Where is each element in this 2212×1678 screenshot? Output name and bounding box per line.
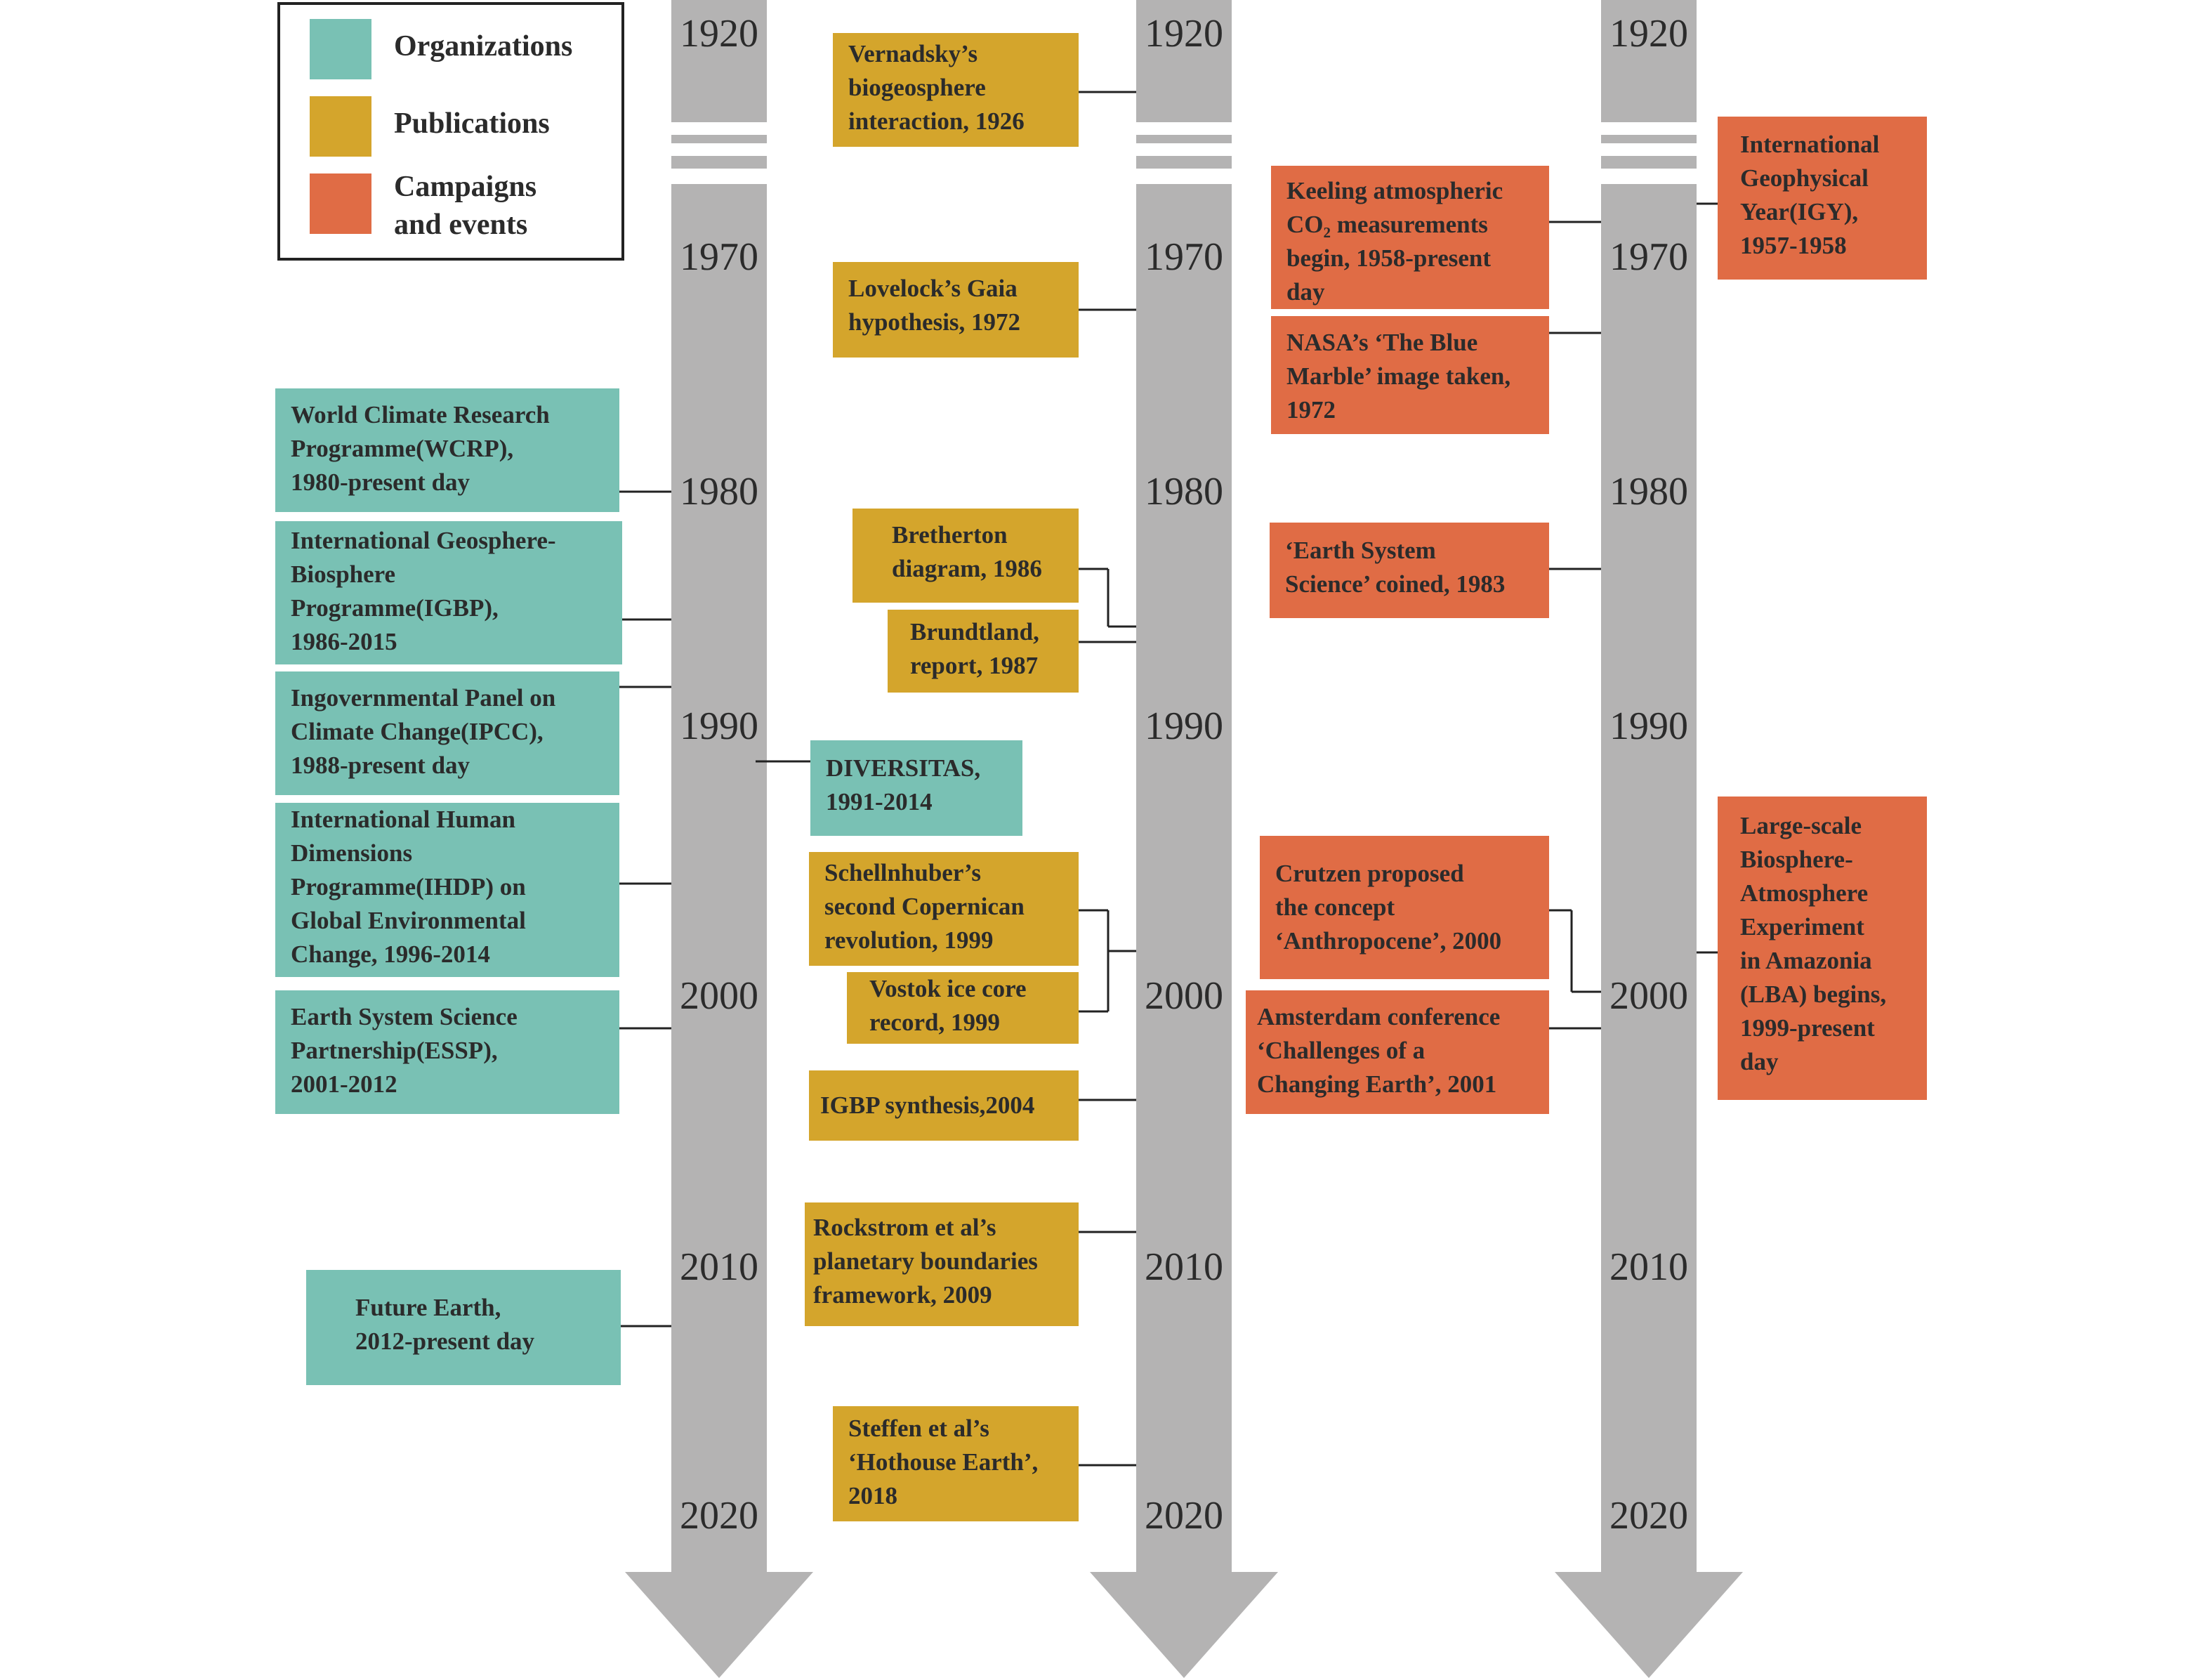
legend: Organizations Publications Campaigns and… <box>277 2 624 261</box>
timeline-break-mark <box>671 135 767 143</box>
legend-swatch-publications <box>310 96 371 157</box>
timeline-bar-segment <box>671 0 767 122</box>
timeline-arrowhead <box>625 1572 813 1678</box>
timeline-arrowhead <box>1555 1572 1743 1678</box>
year-label: 1980 <box>680 470 758 513</box>
org-box-wcrp: World Climate Research Programme(WCRP), … <box>275 388 619 512</box>
legend-swatch-campaigns <box>310 173 371 234</box>
year-label: 2000 <box>1145 974 1223 1018</box>
camp-box-igy: International Geophysical Year(IGY), 195… <box>1718 117 1927 280</box>
timeline-bar-segment <box>1601 184 1697 1575</box>
pub-box-steffen: Steffen et al’s ‘Hothouse Earth’, 2018 <box>833 1406 1079 1521</box>
timeline-bar-segment <box>1601 0 1697 122</box>
pub-box-vostok: Vostok ice core record, 1999 <box>847 972 1079 1044</box>
timeline-break-mark <box>1136 135 1232 143</box>
year-label: 2010 <box>1609 1245 1688 1289</box>
org-box-ipcc: Ingovernmental Panel on Climate Change(I… <box>275 671 619 795</box>
legend-label-campaigns: Campaigns and events <box>394 171 537 241</box>
legend-label-organizations: Organizations <box>394 30 573 63</box>
timeline-bar-segment <box>1136 184 1232 1575</box>
year-label: 1990 <box>1609 704 1688 748</box>
year-label: 1990 <box>680 704 758 748</box>
timeline-arrowhead <box>1090 1572 1278 1678</box>
year-label: 2020 <box>1145 1494 1223 1538</box>
pub-box-lovelock: Lovelock’s Gaia hypothesis, 1972 <box>833 262 1079 358</box>
timeline-break-mark <box>1601 135 1697 143</box>
year-label: 1980 <box>1145 470 1223 513</box>
timeline-break-mark <box>671 156 767 169</box>
year-label: 1980 <box>1609 470 1688 513</box>
pub-box-vernadsky: Vernadsky’s biogeosphere interaction, 19… <box>833 33 1079 147</box>
camp-box-amsterdam: Amsterdam conference ‘Challenges of a Ch… <box>1246 990 1549 1114</box>
year-label: 1970 <box>1145 235 1223 279</box>
year-label: 2010 <box>1145 1245 1223 1289</box>
pub-box-igbp-synthesis: IGBP synthesis,2004 <box>809 1070 1079 1141</box>
org-box-diversitas: DIVERSITAS, 1991-2014 <box>810 740 1022 836</box>
org-box-essp: Earth System Science Partnership(ESSP), … <box>275 990 619 1114</box>
year-label: 1920 <box>1145 12 1223 55</box>
year-label: 1920 <box>680 12 758 55</box>
org-box-igbp: International Geosphere- Biosphere Progr… <box>275 521 622 664</box>
year-label: 1970 <box>680 235 758 279</box>
year-label: 1970 <box>1609 235 1688 279</box>
timeline-bar-segment <box>671 184 767 1575</box>
year-label: 2000 <box>1609 974 1688 1018</box>
timeline-arrows <box>625 0 1743 1678</box>
year-label: 2020 <box>1609 1494 1688 1538</box>
year-label: 2020 <box>680 1494 758 1538</box>
pub-box-schellnhuber: Schellnhuber’s second Copernican revolut… <box>809 852 1079 966</box>
camp-box-earth-system-science: ‘Earth System Science’ coined, 1983 <box>1270 523 1549 618</box>
year-label: 2010 <box>680 1245 758 1289</box>
org-box-future-earth: Future Earth, 2012-present day <box>306 1270 621 1385</box>
year-label: 1990 <box>1145 704 1223 748</box>
pub-box-rockstrom: Rockstrom et al’s planetary boundaries f… <box>805 1202 1079 1326</box>
camp-box-lba: Large-scale Biosphere- Atmosphere Experi… <box>1718 797 1927 1100</box>
pub-box-bretherton: Bretherton diagram, 1986 <box>852 509 1079 603</box>
legend-swatch-organizations <box>310 19 371 79</box>
timeline-break-mark <box>1136 156 1232 169</box>
camp-box-keeling: Keeling atmospheric CO₂ measurements beg… <box>1271 166 1549 309</box>
legend-label-publications: Publications <box>394 107 550 140</box>
pub-box-brundtland: Brundtland, report, 1987 <box>888 610 1079 693</box>
timeline-break-mark <box>1601 156 1697 169</box>
year-label: 1920 <box>1609 12 1688 55</box>
timeline-bar-segment <box>1136 0 1232 122</box>
year-label: 2000 <box>680 974 758 1018</box>
org-box-ihdp: International Human Dimensions Programme… <box>275 803 619 977</box>
connector-lines <box>619 91 1718 1467</box>
camp-box-blue-marble: NASA’s ‘The Blue Marble’ image taken, 19… <box>1271 316 1549 434</box>
camp-box-crutzen: Crutzen proposed the concept ‘Anthropoce… <box>1260 836 1549 979</box>
